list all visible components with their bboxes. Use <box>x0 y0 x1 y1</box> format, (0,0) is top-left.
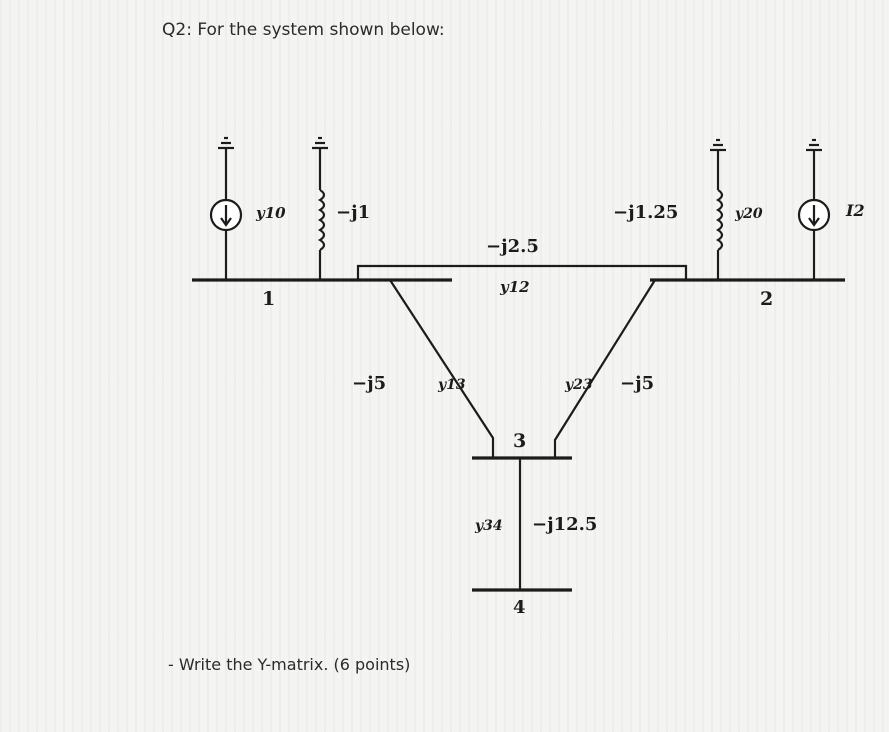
y13-value-label: −j5 <box>352 373 386 394</box>
y23-value-label: −j5 <box>620 373 654 394</box>
source-current-label: I2 <box>845 201 865 220</box>
bus-1-label: 1 <box>262 288 275 310</box>
current-source-bus1 <box>209 136 243 280</box>
y20-name-label: y20 <box>734 206 763 222</box>
y13-name-label: y13 <box>437 377 466 393</box>
shunt-coil-y20 <box>710 138 726 280</box>
y10-value-label: −j1 <box>336 202 370 223</box>
y34-name-label: y34 <box>474 518 503 534</box>
current-source-bus2 <box>797 138 831 280</box>
line-y13 <box>358 278 495 458</box>
y20-value-label: −j1.25 <box>613 202 678 223</box>
y23-name-label: y23 <box>564 377 593 393</box>
question-title: Q2: For the system shown below: <box>162 20 445 40</box>
line-y12 <box>356 264 688 280</box>
task-instruction: - Write the Y-matrix. (6 points) <box>168 655 411 674</box>
y34-value-label: −j12.5 <box>532 514 597 535</box>
shunt-coil-y10 <box>312 136 328 280</box>
line-y23 <box>553 278 686 458</box>
bus-4-label: 4 <box>513 597 526 618</box>
bus-3-label: 3 <box>513 430 526 452</box>
bus-2-label: 2 <box>760 288 773 310</box>
y12-name-label: y12 <box>499 278 530 296</box>
y10-name-label: y10 <box>255 204 286 222</box>
y12-value-label: −j2.5 <box>486 236 539 257</box>
